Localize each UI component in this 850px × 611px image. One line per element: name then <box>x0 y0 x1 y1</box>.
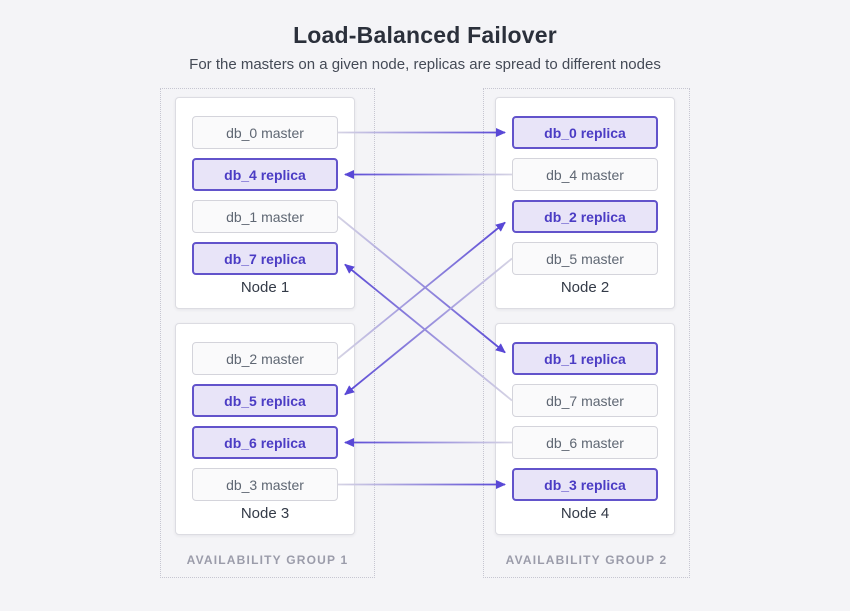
node-3-boxes: db_2 master db_5 replica db_6 replica db_3 … <box>192 342 338 510</box>
page-title: Load-Balanced Failover <box>293 22 557 48</box>
node-1-boxes: db_0 master db_4 replica db_1 master db_7 r… <box>192 116 338 284</box>
db-box-db_3_replica: db_3 replica <box>512 468 658 501</box>
node-2-card: db_0 replica db_4 master db_2 replica db_5 … <box>495 97 675 309</box>
node-2-label: Node 2 <box>560 279 610 296</box>
node-4-boxes: db_1 replica db_7 master db_6 master db_3 r… <box>512 342 658 510</box>
node-1-card: db_0 master db_4 replica db_1 master db_7 r… <box>175 97 355 309</box>
node-4-card: db_1 replica db_7 master db_6 master db_3 r… <box>495 323 675 535</box>
db-box-db_4_master: db_4 master <box>512 158 658 191</box>
db-box-db_6_replica: db_6 replica <box>192 426 338 459</box>
availability-group-1-label: AVAILABILITY GROUP 1 <box>186 553 349 567</box>
db-box-db_6_master: db_6 master <box>512 426 658 459</box>
node-3-label: Node 3 <box>240 505 290 522</box>
diagram-header: Load-Balanced Failover For the masters o… <box>0 0 850 73</box>
db-box-db_2_replica: db_2 replica <box>512 200 658 233</box>
db-box-db_1_master: db_1 master <box>192 200 338 233</box>
node-4-label: Node 4 <box>560 505 610 522</box>
db-box-db_3_master: db_3 master <box>192 468 338 501</box>
db-box-db_7_replica: db_7 replica <box>192 242 338 275</box>
db-box-db_0_replica: db_0 replica <box>512 116 658 149</box>
availability-group-1: db_0 master db_4 replica db_1 master db_7 r… <box>160 88 375 578</box>
db-box-db_5_master: db_5 master <box>512 242 658 275</box>
node-3-card: db_2 master db_5 replica db_6 replica db_3 … <box>175 323 355 535</box>
availability-group-2-label: AVAILABILITY GROUP 2 <box>505 553 668 567</box>
page-subtitle: For the masters on a given node, replica… <box>189 56 661 73</box>
db-box-db_4_replica: db_4 replica <box>192 158 338 191</box>
node-2-boxes: db_0 replica db_4 master db_2 replica db_5 … <box>512 116 658 284</box>
db-box-db_5_replica: db_5 replica <box>192 384 338 417</box>
availability-group-2: db_0 replica db_4 master db_2 replica db_5 … <box>483 88 690 578</box>
node-1-label: Node 1 <box>240 279 290 296</box>
db-box-db_7_master: db_7 master <box>512 384 658 417</box>
db-box-db_2_master: db_2 master <box>192 342 338 375</box>
db-box-db_0_master: db_0 master <box>192 116 338 149</box>
db-box-db_1_replica: db_1 replica <box>512 342 658 375</box>
